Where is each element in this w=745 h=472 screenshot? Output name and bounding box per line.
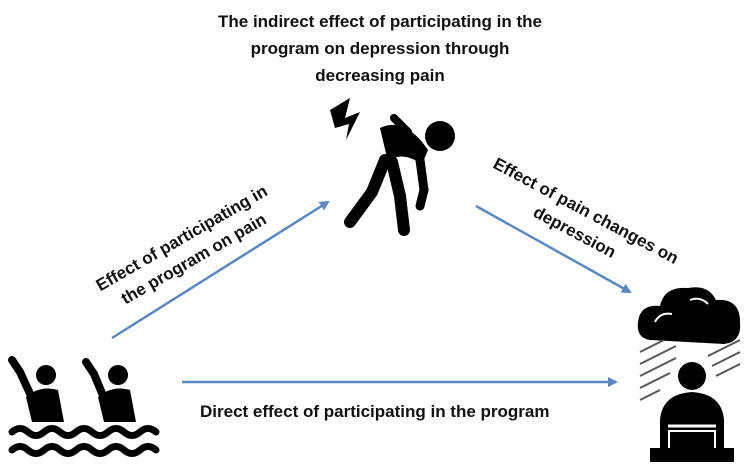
- arrow-pain-to-depression: [475, 204, 632, 294]
- arrow-program-to-pain: [111, 200, 330, 340]
- person-in-pain-icon: [330, 98, 455, 236]
- title-line-2: program on depression through: [250, 39, 510, 58]
- title-line-3: decreasing pain: [315, 66, 445, 85]
- swimmers-icon: [8, 356, 160, 457]
- edge-label-program-to-depression: Direct effect of participating in the pr…: [200, 402, 550, 421]
- depressed-person-under-cloud-icon: [637, 287, 741, 462]
- title-line-1: The indirect effect of participating in …: [218, 12, 542, 31]
- diagram-title: The indirect effect of participating in …: [150, 8, 610, 89]
